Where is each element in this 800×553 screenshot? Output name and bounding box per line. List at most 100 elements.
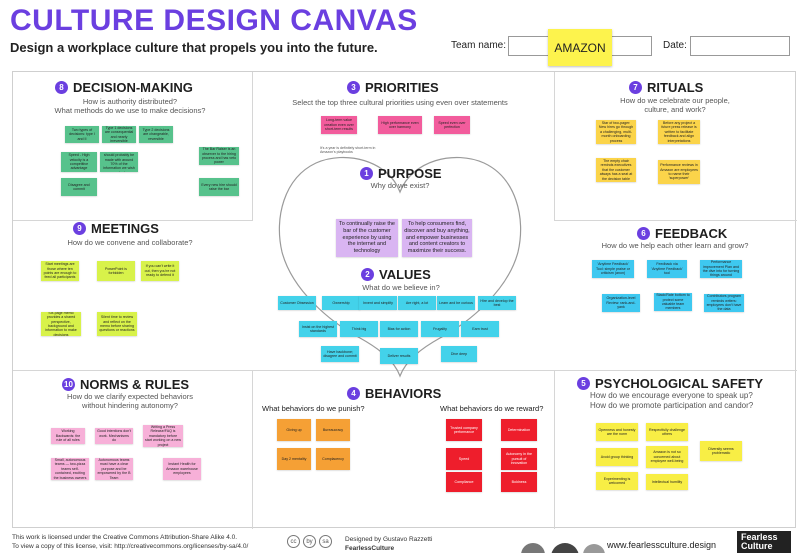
sticky-note[interactable]: Stack/Rate bottom to protect some valuab… <box>654 293 692 311</box>
values-question: What do we believe in? <box>362 283 440 292</box>
sticky-note[interactable]: Earn trust <box>461 321 499 337</box>
sticky-note[interactable]: Day 2 mentality <box>277 448 311 470</box>
section-title: VALUES <box>379 267 431 282</box>
section-number-badge: 5 <box>577 377 590 390</box>
sticky-note[interactable]: Think big <box>340 321 378 337</box>
sticky-note[interactable]: Invent and simplify <box>359 296 397 310</box>
rituals-heading: 7 RITUALS <box>629 80 703 95</box>
sticky-note[interactable]: Bureaucracy <box>316 419 350 441</box>
rituals-question: How do we celebrate our people, culture,… <box>620 96 730 115</box>
sticky-note[interactable]: Frugality <box>421 321 459 337</box>
sticky-note[interactable]: Six-page memo provides a shared perspect… <box>41 312 81 336</box>
sticky-note[interactable]: Type 1 decisions are consequential and n… <box>102 126 136 143</box>
punish-label: What behaviors do we punish? <box>262 404 365 413</box>
sticky-note[interactable]: Experimenting is welcomed <box>596 472 638 490</box>
sticky-note[interactable]: High performance even over harmony <box>378 116 422 134</box>
sticky-note[interactable]: Autonomy in the pursuit of innovation <box>501 448 537 470</box>
sticky-note[interactable]: Feedback via 'Anytime Feedback' tool <box>647 260 687 278</box>
section-title: DECISION-MAKING <box>73 80 193 95</box>
date-field[interactable] <box>690 36 790 56</box>
sticky-note[interactable]: Amazon is not so concerned about employe… <box>646 446 688 468</box>
sticky-note[interactable]: Silent time to review and reflect on the… <box>97 312 137 336</box>
website-link[interactable]: www.fearlessculture.design <box>607 540 717 550</box>
team-name-sticky[interactable]: AMAZON <box>548 29 612 66</box>
norms-rules-heading: 10 NORMS & RULES <box>62 377 189 392</box>
section-title: PRIORITIES <box>365 80 439 95</box>
sticky-note[interactable]: Long-term value creation even over short… <box>321 116 357 134</box>
sticky-note[interactable]: If you can't write it out, then you're n… <box>141 261 179 281</box>
sticky-note[interactable]: Are right, a lot <box>398 296 436 310</box>
sticky-note[interactable]: Before any project a future press releas… <box>658 120 700 144</box>
sticky-note[interactable]: Speed - High velocity is a competitive a… <box>61 152 97 172</box>
sticky-note[interactable]: Working Backwards: the rule of all rules <box>51 428 85 444</box>
license-text: This work is licensed under the Creative… <box>12 534 238 541</box>
divider <box>13 220 253 221</box>
sticky-note[interactable]: Performance improvement Plan and the div… <box>700 260 742 278</box>
sticky-note[interactable]: Trusted company performance <box>446 419 482 441</box>
purpose-heading: 1 PURPOSE <box>360 166 442 181</box>
section-number-badge: 4 <box>347 387 360 400</box>
sticky-note[interactable]: Autonomous teams must have a clear purpo… <box>95 458 133 480</box>
sticky-note[interactable]: Star of two-pager: New hires go through … <box>596 120 636 144</box>
sticky-note[interactable]: Avoid group thinking <box>596 448 638 466</box>
sticky-note[interactable]: Small, autonomous teams — two-pizza team… <box>51 458 89 480</box>
logo-text: Fearless <box>741 532 778 542</box>
sticky-note[interactable]: Writing a Press Release/FAQ is mandatory… <box>143 425 183 447</box>
sticky-note[interactable]: Dive deep <box>441 346 477 362</box>
feedback-heading: 6 FEEDBACK <box>637 226 727 241</box>
sticky-note[interactable]: PowerPoint is forbidden <box>97 261 135 281</box>
avatar-icon <box>521 543 545 553</box>
section-title: MEETINGS <box>91 221 159 236</box>
priorities-heading: 3 PRIORITIES <box>347 80 439 95</box>
sticky-note[interactable]: Customer Obsession <box>278 296 316 310</box>
sticky-note[interactable]: Two types of decisions: type I and II <box>65 126 99 143</box>
sticky-note[interactable]: Speed even over perfection <box>434 116 470 134</box>
designer-credit: Designed by Gustavo Razzetti <box>345 536 433 543</box>
sticky-note[interactable]: Deliver results <box>380 348 418 364</box>
sticky-note[interactable]: Most decisions should probably be made w… <box>100 152 138 172</box>
sticky-note[interactable]: Learn and be curious <box>437 296 475 310</box>
decision-making-heading: 8 DECISION-MAKING <box>55 80 193 95</box>
sticky-note[interactable]: Have backbone; disagree and commit <box>321 346 359 362</box>
sticky-note[interactable]: Respectfully challenge others <box>646 423 688 441</box>
license-link[interactable]: To view a copy of this license, visit: h… <box>12 543 249 550</box>
sticky-note[interactable]: Start meetings are those where ten point… <box>41 261 79 281</box>
sticky-note[interactable]: Instant Health for Amazon warehouse empl… <box>163 458 201 480</box>
values-heading: 2 VALUES <box>361 267 431 282</box>
sticky-note[interactable]: Every new hire should raise the bar <box>199 178 239 196</box>
sticky-note[interactable]: Ownership <box>322 296 360 310</box>
divider <box>554 220 797 221</box>
sticky-note[interactable]: The Bar Raiser is an observer to the hir… <box>199 147 239 165</box>
sticky-note[interactable]: Determination <box>501 419 537 441</box>
divider <box>13 370 797 371</box>
avatar-icon <box>551 543 579 553</box>
sticky-note[interactable]: The empty chair reminds executives that … <box>596 158 636 182</box>
sticky-note[interactable]: Giving up <box>277 419 311 441</box>
avatar-icon <box>583 544 605 553</box>
sticky-note[interactable]: Contributors program reminds writers: em… <box>704 294 744 312</box>
sticky-note[interactable]: Boldness <box>501 472 537 492</box>
section-number-badge: 1 <box>360 167 373 180</box>
sticky-note[interactable]: Complacency <box>316 448 350 470</box>
sticky-note[interactable]: Hire and develop the best <box>478 296 516 310</box>
meetings-heading: 9 MEETINGS <box>73 221 159 236</box>
psychological-safety-question: How do we encourage everyone to speak up… <box>590 391 754 410</box>
sticky-note[interactable]: To help consumers find, discover and buy… <box>402 219 472 257</box>
sticky-note[interactable]: Diversity seems problematic <box>700 441 742 461</box>
canvas-title: CULTURE DESIGN CANVAS <box>10 4 418 37</box>
sticky-note[interactable]: Organization-level Review: rank-and-yank <box>602 294 640 312</box>
sticky-note[interactable]: Compliance <box>446 472 482 492</box>
sticky-note[interactable]: Disagree and commit <box>61 178 97 196</box>
sticky-note[interactable]: Openness and honesty are the norm <box>596 423 638 441</box>
sticky-note[interactable]: To continually raise the bar of the cust… <box>336 219 398 257</box>
sticky-note[interactable]: Performance reviews in Amazon are employ… <box>658 160 700 184</box>
reward-label: What behaviors do we reward? <box>440 404 544 413</box>
sticky-note[interactable]: Type 2 decisions are changeable, reversi… <box>139 126 173 143</box>
sticky-note[interactable]: Speed <box>446 448 482 470</box>
sticky-note[interactable]: Insist on the highest standards <box>299 321 337 337</box>
brand-name: FearlessCulture <box>345 545 395 552</box>
sticky-note[interactable]: Intellectual humility <box>646 474 688 490</box>
sticky-note[interactable]: 'Anytime Feedback' Tool: simple praise o… <box>592 260 634 278</box>
sticky-note[interactable]: Good intentions don't work. Mechanisms d… <box>95 428 133 444</box>
sticky-note[interactable]: Bias for action <box>380 321 418 337</box>
